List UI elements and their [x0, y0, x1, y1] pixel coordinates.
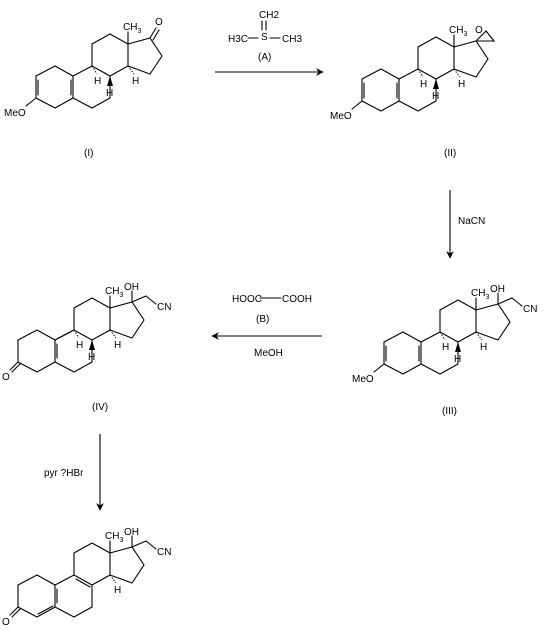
compound-i: O CH3 H H H MeO (I) — [4, 17, 163, 159]
cn-label: CN — [157, 302, 171, 313]
methyl-label: CH3 — [105, 531, 123, 544]
compound-iv: OH CN CH3 H H H O (IV) — [2, 282, 171, 413]
reagent-pyr: pyr ?HBr — [44, 468, 84, 479]
reagent-b-hooc: HOOC — [232, 294, 262, 305]
reagent-b-cooh: COOH — [282, 294, 312, 305]
c8-h: H — [76, 340, 83, 351]
reagent-a-label: (A) — [258, 52, 271, 63]
methyl-label: CH3 — [471, 288, 489, 301]
methoxy-label: MeO — [4, 108, 26, 119]
epoxide-oxygen: O — [475, 25, 483, 36]
c9-h: H — [106, 88, 113, 99]
c9-h: H — [432, 91, 439, 102]
methoxy-label: MeO — [352, 374, 374, 385]
c9-h: H — [454, 354, 461, 365]
compound-i-label: (I) — [84, 148, 93, 159]
c14-h: H — [114, 585, 121, 596]
compound-v: OH CN CH3 H O — [2, 527, 171, 628]
compound-iii-label: (III) — [442, 406, 457, 417]
compound-ii: O CH3 H H H MeO (II) — [330, 25, 496, 159]
oh-label: OH — [124, 527, 139, 538]
compound-iv-label: (IV) — [92, 402, 108, 413]
ketone-oxygen: O — [2, 617, 10, 628]
reagent-a-h3c: H3C — [228, 34, 248, 45]
reagent-a-s: S — [261, 32, 268, 43]
c8-h: H — [420, 79, 427, 90]
c8-h: H — [442, 342, 449, 353]
cn-label: CN — [523, 304, 537, 315]
compound-iii: OH CN CH3 H H H MeO (III) — [352, 284, 537, 417]
c14-h: H — [480, 342, 487, 353]
methoxy-label: MeO — [330, 111, 352, 122]
ketone-oxygen: O — [2, 372, 10, 383]
c9-h: H — [88, 352, 95, 363]
c14-h: H — [458, 79, 465, 90]
methyl-label: CH3 — [449, 25, 467, 38]
reagent-a: CH2 S H3C CH3 (A) — [228, 10, 302, 63]
oh-label: OH — [490, 284, 505, 295]
methyl-label: CH3 — [105, 286, 123, 299]
methyl-label: CH3 — [123, 22, 141, 35]
reagent-a-ch3: CH3 — [282, 34, 302, 45]
c14-h: H — [114, 340, 121, 351]
c17-oxygen: O — [155, 17, 163, 28]
reagent-b-label: (B) — [256, 314, 269, 325]
reagent-nacn: NaCN — [458, 216, 485, 227]
c8-h: H — [94, 76, 101, 87]
reagent-b-solvent: MeOH — [254, 348, 283, 359]
reagent-a-ch2: CH2 — [259, 10, 279, 21]
cn-label: CN — [157, 547, 171, 558]
c14-h: H — [132, 76, 139, 87]
compound-ii-label: (II) — [444, 148, 456, 159]
oh-label: OH — [124, 282, 139, 293]
